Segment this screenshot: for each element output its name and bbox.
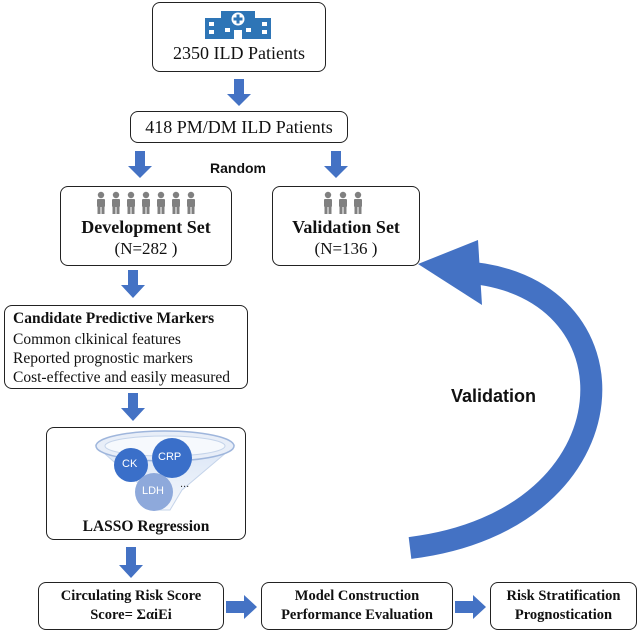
- performance-evaluation-title: Performance Evaluation: [281, 607, 433, 623]
- validation-cycle-label: Validation: [451, 386, 537, 406]
- marker-crp-label: CRP: [158, 451, 182, 463]
- hospital-icon: [205, 11, 271, 39]
- people-group-icon: [97, 191, 195, 214]
- model-construction-box: Model Construction Performance Evaluatio…: [261, 582, 453, 630]
- marker-ellipsis-label: ...: [180, 478, 190, 490]
- candidate-markers-title: Candidate Predictive Markers: [13, 310, 215, 327]
- lasso-regression-box: LASSO Regression: [46, 427, 246, 540]
- risk-score-box: Circulating Risk Score Score= ΣαiEi: [38, 582, 224, 630]
- risk-score-title: Circulating Risk Score: [60, 588, 202, 604]
- random-split-label: Random: [210, 160, 266, 176]
- validation-cycle-arrowhead: [418, 240, 482, 305]
- risk-score-formula: Score= ΣαiEi: [90, 607, 172, 623]
- marker-ldh: [135, 473, 173, 511]
- development-set-box: Development Set (N=282 ): [60, 186, 232, 266]
- validation-set-box: Validation Set (N=136 ): [272, 186, 420, 266]
- candidate-markers-box: Candidate Predictive Markers Common clki…: [4, 305, 248, 389]
- marker-crp: [152, 438, 192, 478]
- candidate-marker-item: Cost-effective and easily measured: [13, 369, 231, 386]
- people-group-icon: [324, 191, 362, 214]
- arrow-development-to-candidates: [121, 270, 145, 298]
- candidate-marker-item: Common clkinical features: [13, 331, 181, 348]
- candidate-marker-item: Reported prognostic markers: [13, 350, 193, 367]
- arrow-score-to-model: [226, 595, 257, 619]
- arrow-filtered-to-development: [128, 151, 152, 178]
- validation-set-title: Validation Set: [292, 217, 400, 237]
- arrow-lasso-to-score: [119, 547, 143, 578]
- development-set-count: (N=282 ): [114, 239, 178, 258]
- risk-stratification-box: Risk Stratification Prognostication: [490, 582, 637, 630]
- prognostication-title: Prognostication: [514, 607, 613, 623]
- lasso-markers: [114, 438, 192, 511]
- arrow-model-to-risk: [455, 595, 486, 619]
- arrow-candidates-to-lasso: [121, 393, 145, 421]
- model-construction-title: Model Construction: [294, 588, 420, 604]
- arrow-top-to-filtered: [227, 79, 251, 106]
- filtered-patients-box: 418 PM/DM ILD Patients: [130, 111, 348, 143]
- marker-ck: [114, 448, 148, 482]
- arrow-filtered-to-validation: [324, 151, 348, 178]
- total-patients-label: 2350 ILD Patients: [173, 43, 305, 63]
- marker-ldh-label: LDH: [142, 485, 165, 497]
- lasso-regression-title: LASSO Regression: [82, 518, 210, 535]
- filtered-patients-label: 418 PM/DM ILD Patients: [145, 117, 333, 137]
- risk-stratification-title: Risk Stratification: [506, 588, 621, 604]
- marker-ck-label: CK: [122, 458, 138, 470]
- development-set-title: Development Set: [81, 217, 211, 237]
- total-patients-box: 2350 ILD Patients: [152, 2, 326, 72]
- validation-set-count: (N=136 ): [314, 239, 378, 258]
- validation-cycle-arrow: [408, 261, 603, 559]
